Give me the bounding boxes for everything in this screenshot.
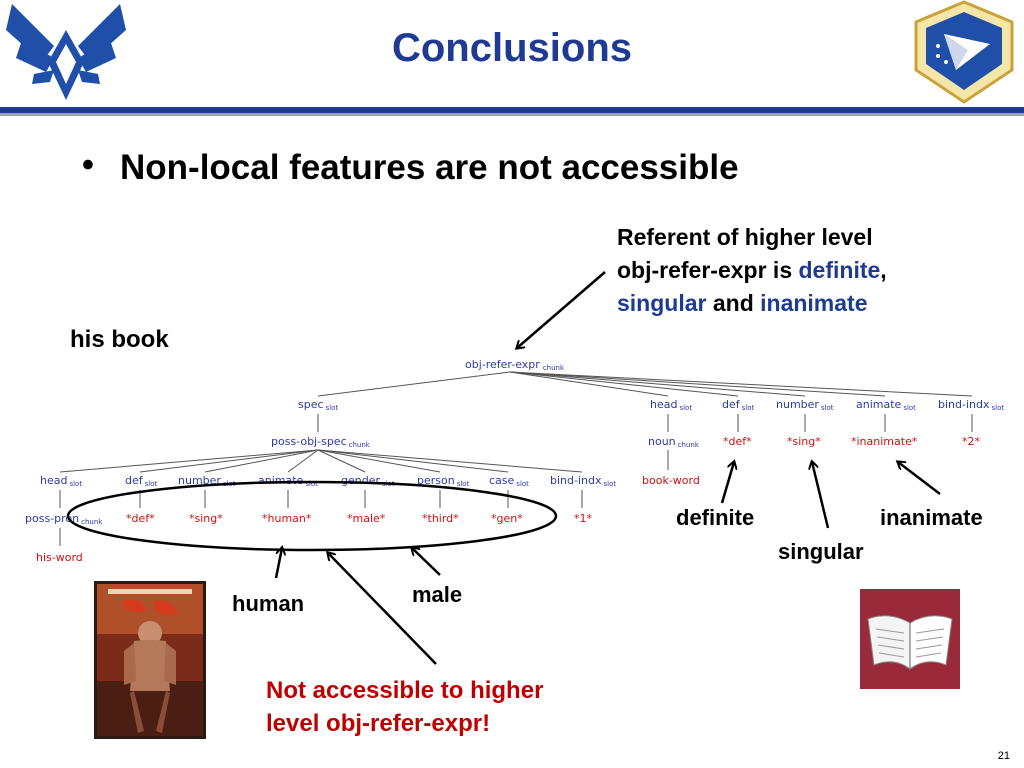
tree-edges [59, 371, 973, 546]
highlight-ellipse [66, 480, 558, 552]
emph-inanimate: inanimate [760, 290, 868, 316]
value-right-inanimate: *inanimate* [851, 435, 918, 448]
label-inanimate: inanimate [880, 505, 983, 530]
bullet-text: Non-local features are not accessible [120, 148, 739, 187]
value-his-word: his-word [36, 551, 83, 564]
value-left-def: *def* [126, 512, 155, 525]
emph-definite: definite [798, 257, 881, 283]
air-force-wings-logo [6, 0, 126, 102]
page-number: 21 [997, 750, 1010, 762]
callout-comma: , [880, 257, 887, 283]
arrow-not-accessible [328, 553, 437, 665]
value-right-sing: *sing* [787, 435, 821, 448]
header-rule-shadow [0, 113, 1024, 116]
value-left-third: *third* [422, 512, 459, 525]
emph-singular: singular [617, 290, 707, 316]
label-male: male [412, 582, 463, 607]
phrase-label: his book [70, 326, 169, 353]
arrow-to-root [517, 271, 606, 348]
callout-referent-line2: obj-refer-expr is definite, [617, 254, 887, 287]
value-left-bind: *1* [574, 512, 592, 525]
value-left-gen: *gen* [491, 512, 523, 525]
value-left-male: *male* [347, 512, 386, 525]
value-left-sing: *sing* [189, 512, 223, 525]
arrow-singular [812, 462, 830, 529]
value-right-def: *def* [723, 435, 752, 448]
open-book-icon [860, 589, 960, 689]
callout-and: and [706, 290, 761, 316]
annotation-arrows [274, 271, 941, 665]
callout-referent: Referent of higher level obj-refer-expr … [617, 221, 887, 320]
callout-not-accessible: Not accessible to higher level obj-refer… [266, 674, 543, 740]
callout-referent-line3: singular and inanimate [617, 287, 887, 320]
callout-not-accessible-line1: Not accessible to higher [266, 677, 544, 704]
callout-referent-line1: Referent of higher level [617, 224, 873, 250]
slide-title: Conclusions [391, 26, 633, 70]
header-rule [0, 107, 1024, 113]
value-book-word: book-word [642, 474, 700, 487]
value-right-bind: *2* [962, 435, 980, 448]
movie-cover-image [94, 581, 206, 739]
bullet-marker: • [82, 146, 94, 184]
arrow-human [274, 548, 282, 579]
arrow-inanimate [898, 462, 941, 495]
afrl-seal-logo [908, 0, 1020, 104]
label-human: human [232, 591, 305, 616]
value-left-human: *human* [262, 512, 312, 525]
label-singular: singular [778, 539, 864, 564]
callout-not-accessible-line2: level obj-refer-expr! [266, 710, 491, 737]
arrow-definite [720, 462, 734, 504]
callout-text: obj-refer-expr is [617, 257, 799, 283]
arrow-male [412, 548, 441, 576]
label-definite: definite [676, 505, 755, 530]
